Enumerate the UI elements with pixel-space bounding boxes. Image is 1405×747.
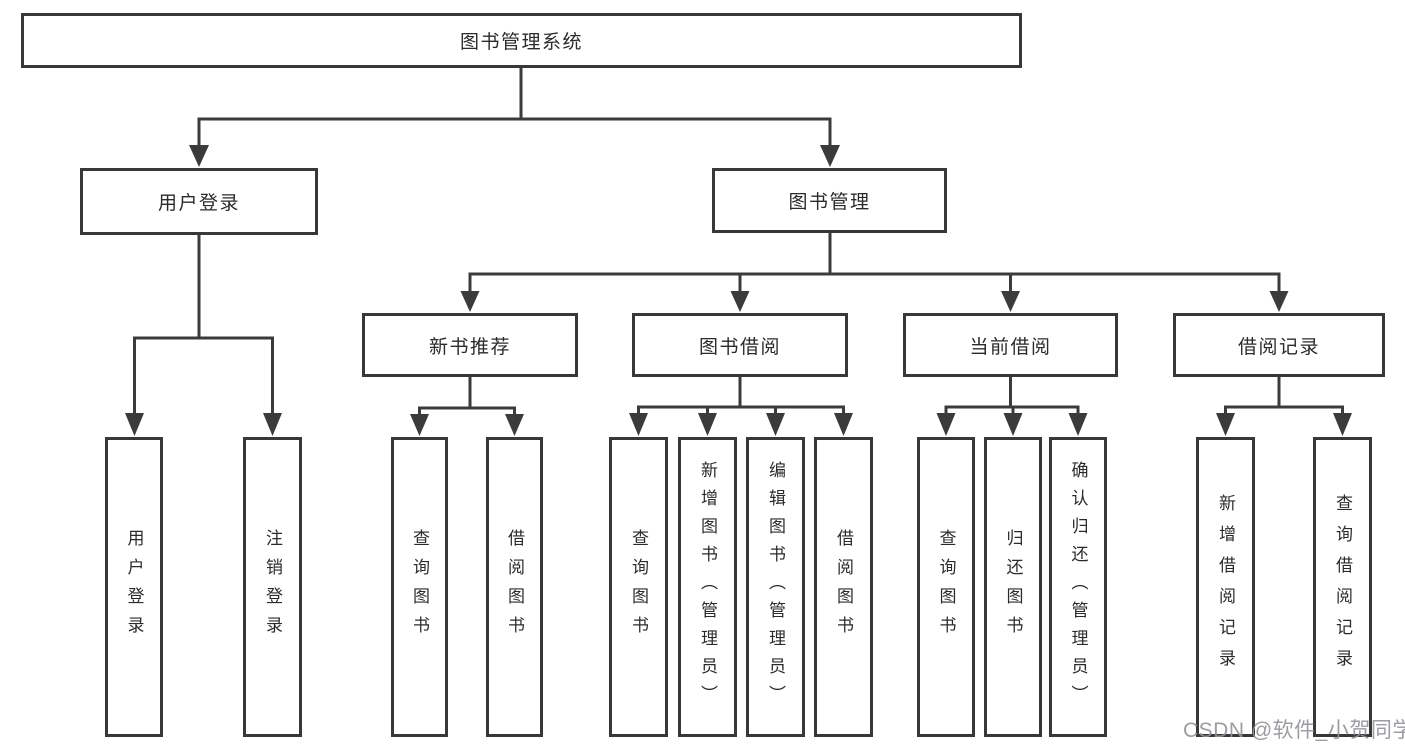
leaf-borrowing-edit-book-label: 编辑图书（管理员） xyxy=(766,461,785,713)
leaf-borrowing-add-book: 新增图书（管理员） xyxy=(678,437,737,737)
leaf-newbooks-borrow: 借阅图书 xyxy=(486,437,543,737)
node-borrowing-records: 借阅记录 xyxy=(1173,313,1385,377)
leaf-borrowing-query: 查询图书 xyxy=(609,437,668,737)
leaf-user-login: 用户登录 xyxy=(105,437,163,737)
leaf-logout-label: 注销登录 xyxy=(263,529,282,645)
node-user-login: 用户登录 xyxy=(80,168,318,235)
node-borrowing-records-label: 借阅记录 xyxy=(1237,336,1320,358)
connector-strokes xyxy=(133,67,1344,416)
leaf-current-return-label: 归还图书 xyxy=(1003,529,1023,645)
node-system-root-label: 图书管理系统 xyxy=(459,32,583,53)
leaf-records-query-label: 查询借阅记录 xyxy=(1333,494,1352,680)
leaf-current-confirm-return-label: 确认归还（管理员） xyxy=(1068,461,1088,713)
leaf-current-confirm-return: 确认归还（管理员） xyxy=(1049,437,1107,737)
leaf-borrowing-edit-book: 编辑图书（管理员） xyxy=(746,437,805,737)
leaf-logout: 注销登录 xyxy=(243,437,302,737)
watermark: CSDN @软件_小贺同学 xyxy=(1183,719,1405,742)
node-system-root: 图书管理系统 xyxy=(21,13,1022,68)
leaf-records-add: 新增借阅记录 xyxy=(1196,437,1255,737)
node-book-management: 图书管理 xyxy=(712,168,947,233)
node-current-borrowing: 当前借阅 xyxy=(903,313,1118,377)
node-book-management-label: 图书管理 xyxy=(788,192,871,213)
leaf-current-query: 查询图书 xyxy=(917,437,975,737)
node-new-book-recommend-label: 新书推荐 xyxy=(428,336,511,358)
leaf-newbooks-query: 查询图书 xyxy=(391,437,448,737)
node-book-borrowing: 图书借阅 xyxy=(632,313,848,377)
arrowheads xyxy=(125,145,1352,436)
leaf-borrowing-add-book-label: 新增图书（管理员） xyxy=(698,461,717,713)
leaf-current-return: 归还图书 xyxy=(984,437,1042,737)
node-user-login-label: 用户登录 xyxy=(157,193,240,214)
leaf-borrowing-query-label: 查询图书 xyxy=(629,529,648,645)
leaf-records-add-label: 新增借阅记录 xyxy=(1216,494,1235,680)
leaf-newbooks-query-label: 查询图书 xyxy=(410,529,429,645)
leaf-borrowing-borrow-book: 借阅图书 xyxy=(814,437,873,737)
leaf-newbooks-borrow-label: 借阅图书 xyxy=(505,529,524,645)
leaf-user-login-label: 用户登录 xyxy=(124,529,144,645)
node-new-book-recommend: 新书推荐 xyxy=(362,313,578,377)
node-current-borrowing-label: 当前借阅 xyxy=(969,336,1052,358)
leaf-borrowing-borrow-book-label: 借阅图书 xyxy=(834,529,853,645)
node-book-borrowing-label: 图书借阅 xyxy=(698,336,781,358)
leaf-records-query: 查询借阅记录 xyxy=(1313,437,1372,737)
leaf-current-query-label: 查询图书 xyxy=(936,529,956,645)
